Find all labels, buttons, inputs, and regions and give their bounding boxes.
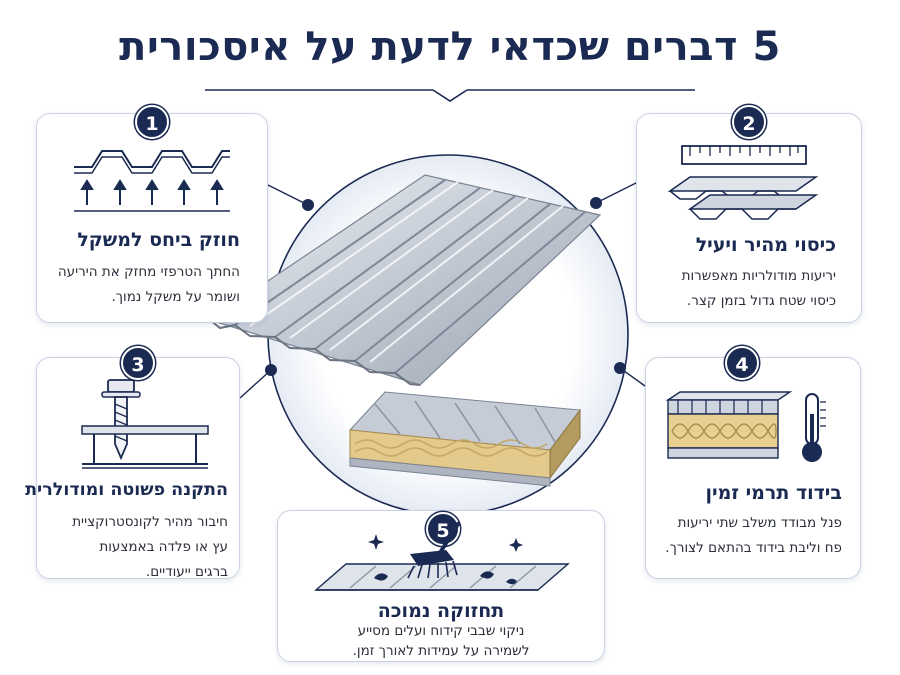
card-description-line: חיבור מהיר לקונסטרוקציית bbox=[72, 514, 228, 530]
card-description-line: החתך הטרפזי מחזק את היריעה bbox=[57, 264, 240, 280]
trapezoid-profile-load-icon bbox=[74, 150, 230, 212]
card-description: ניקוי שבבי קידוח ועלים מסייע לשמירה על ע… bbox=[277, 621, 605, 661]
broom-cleaning-sheet-icon bbox=[314, 522, 570, 591]
card-title: כיסוי מהיר ויעיל bbox=[695, 234, 836, 256]
card-title: חוזק ביחס למשקל bbox=[77, 229, 240, 251]
card-description-line: כיסוי שטח גדול בזמן קצר. bbox=[686, 293, 836, 309]
self-drilling-screw-icon bbox=[81, 379, 209, 469]
card-number-badge: 1 bbox=[135, 105, 169, 139]
ruler-overlapping-sheets-icon bbox=[667, 145, 819, 220]
card-number-badge: 2 bbox=[732, 105, 766, 139]
card-description-line: לשמירה על עמידות לאורך זמן. bbox=[352, 643, 530, 659]
card-number-badge: 3 bbox=[121, 346, 155, 380]
card-description-line: עץ או פלדה באמצעות bbox=[99, 539, 228, 555]
page-title: 5 דברים שכדאי לדעת על איסכורית bbox=[119, 24, 781, 70]
card-description-line: פנל מבודד משלב שתי יריעות bbox=[677, 515, 842, 531]
title-divider bbox=[205, 89, 695, 102]
card-title: תחזוקה נמוכה bbox=[377, 600, 505, 622]
feature-card-strength bbox=[36, 113, 268, 323]
card-description: החתך הטרפזי מחזק את היריעה ושומר על משקל… bbox=[58, 260, 240, 310]
card-description-line: ושומר על משקל נמוך. bbox=[111, 289, 241, 305]
card-description: יריעות מודולריות מאפשרות כיסוי שטח גדול … bbox=[682, 264, 836, 314]
insulated-panel-thermometer-icon bbox=[665, 391, 826, 462]
card-number-badge: 4 bbox=[725, 346, 759, 380]
card-description: פנל מבודד משלב שתי יריעות פח וליבת בידוד… bbox=[665, 511, 842, 561]
card-title: בידוד תרמי זמין bbox=[705, 482, 842, 504]
card-description-line: ניקוי שבבי קידוח ועלים מסייע bbox=[357, 623, 525, 639]
card-description: חיבור מהיר לקונסטרוקציית עץ או פלדה באמצ… bbox=[72, 510, 228, 585]
card-description-line: יריעות מודולריות מאפשרות bbox=[681, 268, 836, 284]
card-description-line: פח וליבת בידוד בהתאם לצורך. bbox=[665, 540, 842, 556]
card-description-line: ברגים ייעודיים. bbox=[145, 564, 228, 580]
corrugated-sheet-illustration bbox=[208, 174, 602, 487]
card-title: התקנה פשוטה ומודולרית bbox=[25, 480, 228, 500]
